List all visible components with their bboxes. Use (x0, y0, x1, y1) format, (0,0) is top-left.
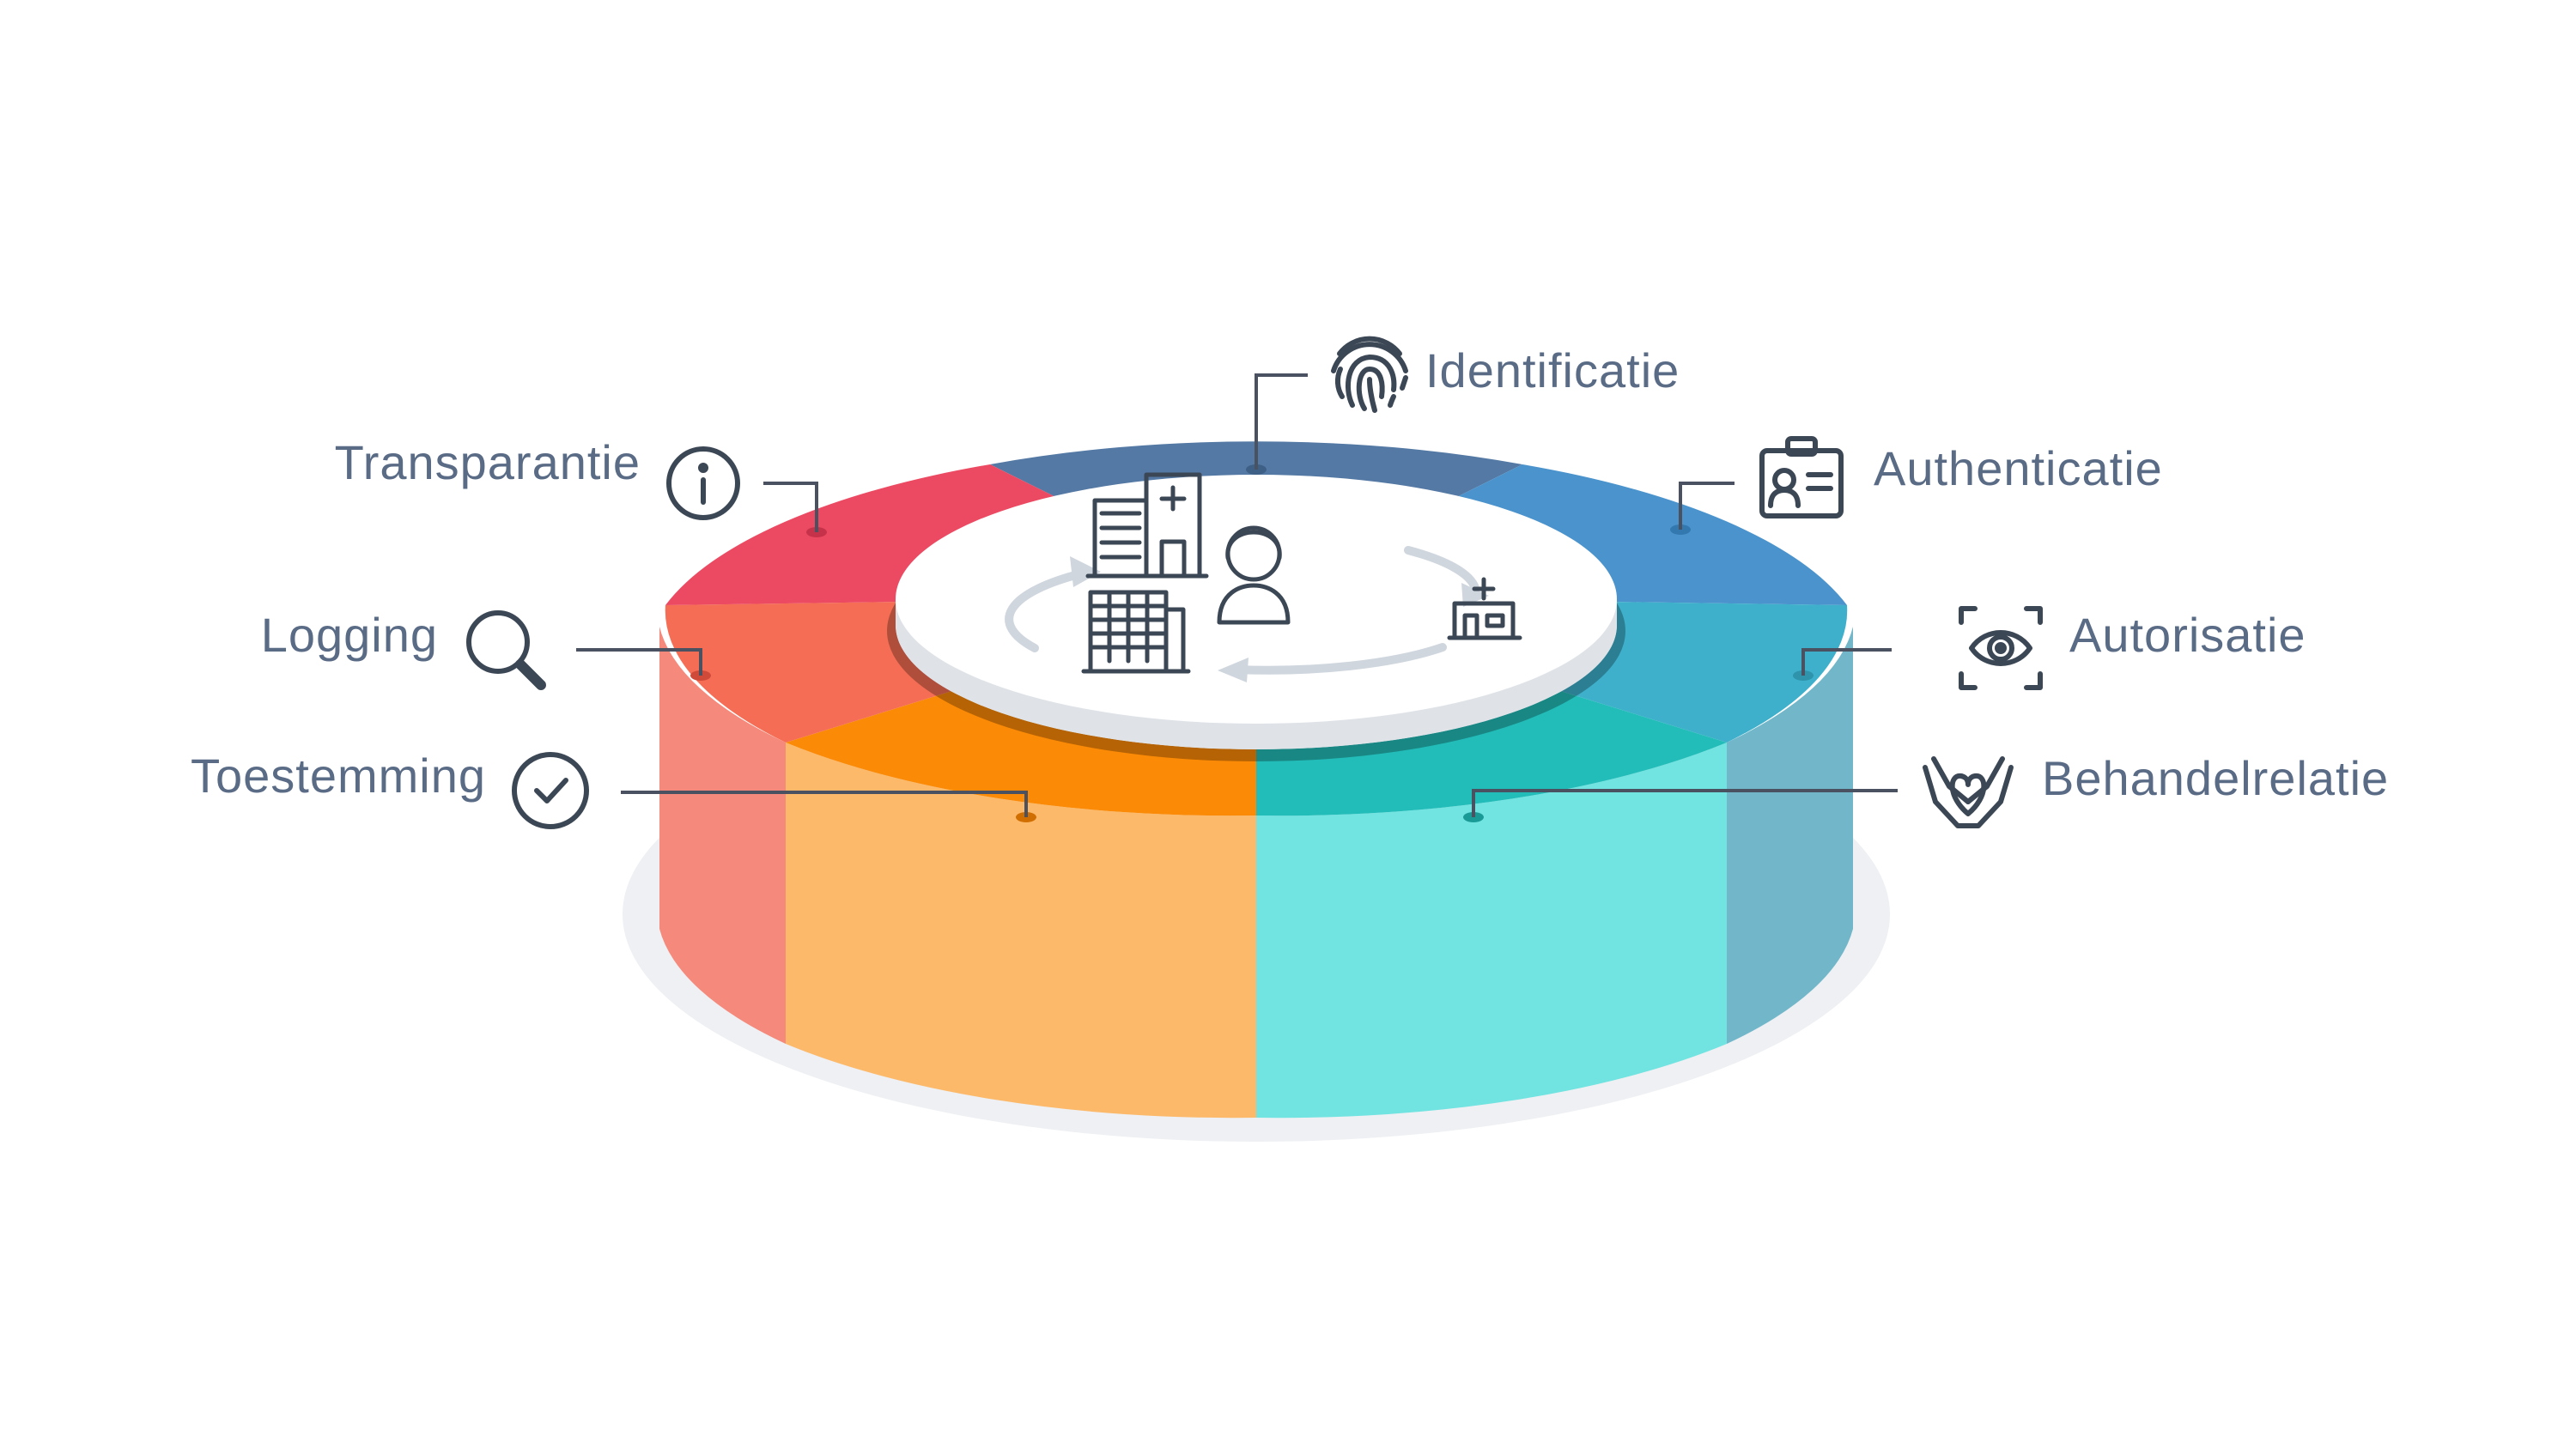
label-authenticatie: Authenticatie (1874, 441, 2163, 495)
fingerprint-icon (1331, 336, 1408, 413)
check-circle-icon (512, 752, 589, 829)
leader-identificatie (1255, 373, 1308, 470)
eye-scan-icon (1959, 606, 2043, 690)
label-transparantie: Transparantie (335, 435, 641, 489)
hands-heart-icon (1923, 756, 2014, 828)
side-segment-blue (1727, 627, 1853, 1044)
info-icon (666, 446, 740, 520)
pharmacy-icon (1447, 577, 1522, 640)
leader-lines (576, 373, 1898, 817)
label-toestemming: Toestemming (191, 749, 486, 803)
label-autorisatie: Autorisatie (2069, 608, 2306, 662)
label-logging: Logging (261, 608, 438, 662)
label-identificatie: Identificatie (1425, 343, 1680, 397)
label-behandelrelatie: Behandelrelatie (2042, 751, 2389, 805)
hospital-icon (1085, 472, 1209, 579)
side-segment-teal (1256, 743, 1727, 1119)
leader-authenticatie (1679, 482, 1735, 530)
leader-toestemming (621, 791, 1028, 817)
leader-behandelrelatie (1472, 789, 1898, 817)
cycle-arrows-icon (1005, 546, 1489, 682)
leader-transparantie (763, 482, 818, 532)
office-building-icon (1081, 590, 1191, 674)
cylinder-side (659, 627, 1853, 1119)
patient-icon (1217, 525, 1291, 625)
leader-autorisatie (1801, 648, 1892, 676)
side-segment-orange (786, 743, 1256, 1119)
search-icon (466, 610, 546, 690)
id-card-icon (1759, 436, 1844, 518)
side-segment-red (659, 627, 786, 1044)
inner-disc (896, 475, 1617, 749)
leader-logging (576, 648, 702, 676)
